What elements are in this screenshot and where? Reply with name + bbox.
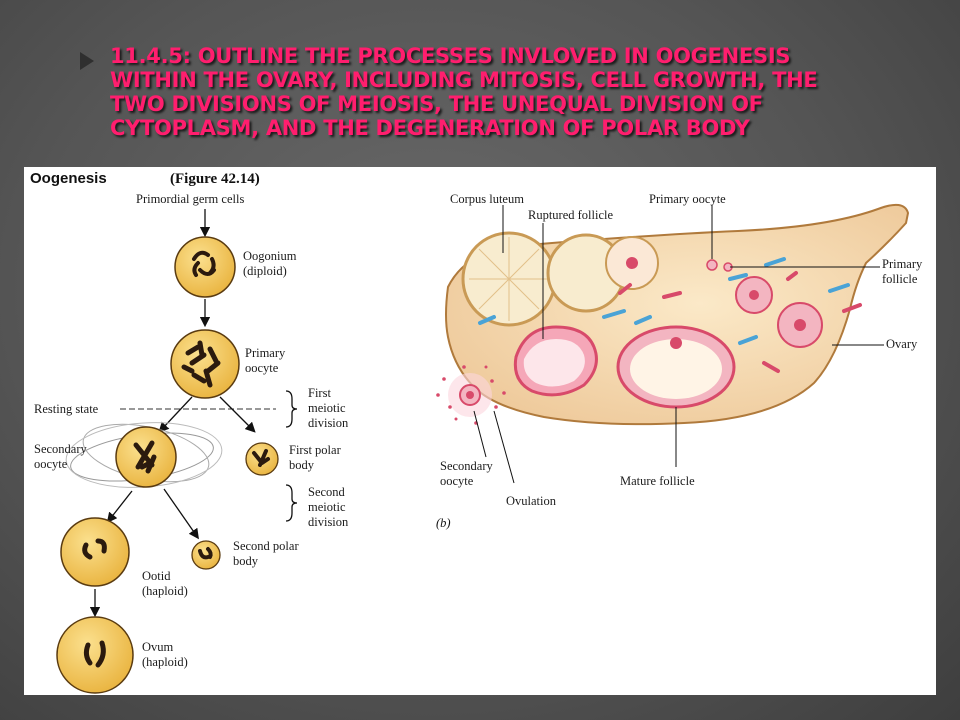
label-secondary-oocyte: oocyte — [34, 457, 68, 471]
title-line: TWO DIVISIONS OF MEIOSIS, THE UNEQUAL DI… — [110, 92, 763, 116]
label-first-polar-body: body — [289, 458, 315, 472]
label-oogonium: Oogonium — [243, 249, 297, 263]
label-second-meiotic: division — [308, 515, 349, 529]
arrow — [163, 488, 199, 540]
label-mature-follicle: Mature follicle — [620, 474, 695, 488]
label-primary-oocyte: Primary oocyte — [649, 192, 726, 206]
panel-heading: Oogenesis — [30, 170, 107, 187]
label-corpus-luteum: Corpus luteum — [450, 192, 524, 206]
ruptured-follicle — [513, 325, 598, 397]
secondary-oocyte-cell — [65, 422, 223, 488]
primary-oocyte-cell — [170, 329, 240, 399]
label-first-meiotic: meiotic — [308, 401, 346, 415]
label-second-polar: Second polar — [233, 539, 299, 553]
label-resting-state: Resting state — [34, 402, 99, 416]
label-second-polar-body: body — [233, 554, 259, 568]
panel-letter: (b) — [436, 516, 451, 530]
second-polar-body — [191, 540, 221, 570]
label-primary-follicle: Primary — [882, 257, 923, 271]
label-primary: Primary — [245, 346, 286, 360]
label-ovum: Ovum — [142, 640, 174, 654]
arrow — [219, 396, 256, 433]
label-second-meiotic: Second — [308, 485, 346, 499]
label-primary-oocyte: oocyte — [245, 361, 279, 375]
mature-follicle — [616, 325, 736, 409]
label-secondary: Secondary — [34, 442, 88, 456]
label-secondary-oocyte: Secondary — [440, 459, 494, 473]
label-ootid: Ootid — [142, 569, 171, 583]
label-ootid-haploid: (haploid) — [142, 584, 188, 598]
corpus-luteum — [461, 231, 557, 327]
title-line: 11.4.5: OUTLINE THE PROCESSES INVLOVED I… — [110, 44, 791, 68]
label-oogonium-diploid: (diploid) — [243, 264, 287, 278]
label-secondary-oocyte: oocyte — [440, 474, 474, 488]
ovum-cell — [56, 616, 134, 694]
released-secondary-oocyte — [436, 365, 506, 425]
follicle-oocyte — [626, 257, 638, 269]
follicle-oocyte — [749, 290, 759, 300]
label-ovum-haploid: (haploid) — [142, 655, 188, 669]
primary-oocyte-dot — [706, 259, 718, 271]
label-ovulation: Ovulation — [506, 494, 557, 508]
label-second-meiotic: meiotic — [308, 500, 346, 514]
right-panel: Corpus luteum Ruptured follicle Primary … — [436, 192, 923, 530]
label-ovary: Ovary — [886, 337, 918, 351]
title-bullet — [80, 52, 94, 70]
label-first-meiotic: First — [308, 386, 331, 400]
brace — [285, 484, 298, 522]
arrow — [106, 490, 133, 524]
first-polar-body — [245, 442, 279, 476]
brace — [285, 390, 298, 428]
title-line: WITHIN THE OVARY, INCLUDING MITOSIS, CEL… — [110, 68, 818, 92]
leader-lines — [473, 205, 884, 484]
blood-vessels — [478, 257, 862, 373]
figure-svg: Oogenesis (Figure 42.14) Primordial germ… — [30, 170, 923, 694]
follicle-oocyte — [794, 319, 806, 331]
oogonium-cell — [174, 236, 236, 298]
oogenesis-figure: Oogenesis (Figure 42.14) Primordial germ… — [24, 167, 936, 695]
slide-title: 11.4.5: OUTLINE THE PROCESSES INVLOVED I… — [110, 44, 910, 140]
label-first-meiotic: division — [308, 416, 349, 430]
label-primordial: Primordial germ cells — [136, 192, 244, 206]
label-ruptured-follicle: Ruptured follicle — [528, 208, 613, 222]
arrow — [158, 396, 193, 433]
label-primary-follicle: follicle — [882, 272, 918, 286]
ootid-cell — [60, 517, 130, 587]
left-panel: Oogenesis (Figure 42.14) Primordial germ… — [30, 170, 349, 694]
title-line: CYTOPLASM, AND THE DEGENERATION OF POLAR… — [110, 116, 750, 140]
figure-ref: (Figure 42.14) — [170, 171, 260, 187]
label-first-polar: First polar — [289, 443, 342, 457]
